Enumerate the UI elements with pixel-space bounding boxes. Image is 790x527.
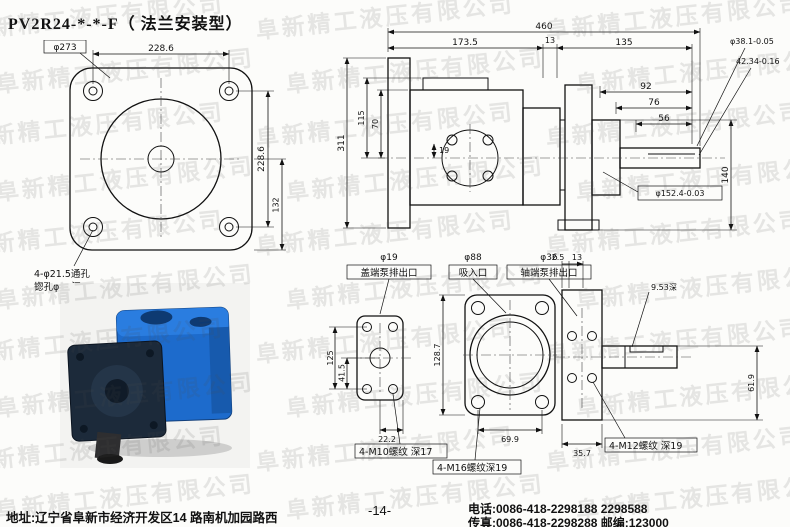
- port-cover-label: 盖端泵排出口: [360, 267, 417, 279]
- dim-label: 311: [337, 134, 347, 151]
- page-title: PV2R24-*-*-F（ 法兰安装型）: [8, 16, 243, 33]
- pump-photo-graphic: [60, 283, 250, 468]
- pump-side-outline: [378, 57, 725, 231]
- dim-label: φ273: [53, 43, 76, 53]
- thread-callout-m16: 4-M16螺纹深19: [437, 462, 507, 474]
- dim-label: 460: [535, 22, 552, 32]
- dim-label: 140: [721, 166, 731, 183]
- dim-label: 228.6: [148, 44, 174, 54]
- footer-phone: 电话:0086-418-2298188 2298588: [468, 502, 648, 516]
- dim-label: 22.2: [378, 435, 396, 444]
- port-shaft-label: 轴端泵排出口: [520, 267, 577, 279]
- dim-label: 128.7: [433, 344, 442, 367]
- keyway-depth-label: 9.53深: [651, 283, 677, 292]
- flange-front-outline: [69, 67, 253, 251]
- dim-label: 13: [545, 36, 555, 45]
- product-photo: [60, 283, 250, 468]
- footer-fax: 传真:0086-418-2298288 邮编:123000: [468, 516, 669, 527]
- dim-label: 41.5: [338, 364, 347, 382]
- thread-callout-m10: 4-M10螺纹 深17: [359, 446, 432, 458]
- dim-label: 2.5: [552, 253, 565, 262]
- port-labels: φ19 盖端泵排出口 φ88 吸入口 φ36 轴端泵排出口: [346, 253, 592, 317]
- footer-address: 地址:辽宁省阜新市经济开发区14 路南机加园路西: [6, 511, 278, 525]
- bottom-view-outline: [347, 289, 693, 421]
- dim-label: 35.7: [573, 449, 591, 458]
- dim-label: 19: [439, 146, 449, 155]
- port-suction-dia: φ88: [464, 253, 482, 263]
- front-view-drawing: 228.6 φ273 228.6 132 4-φ21.5通孔 锪孔φ39深1: [34, 40, 286, 292]
- dim-label: 13: [572, 253, 582, 262]
- pilot-dia-label: φ152.4-0.03: [656, 189, 705, 198]
- dim-label: 70: [371, 119, 380, 129]
- side-view-dimensions: 460 173.5 13 135 92 76 56 311: [337, 22, 780, 231]
- port-cover-dia: φ19: [380, 253, 398, 263]
- dim-label: 125: [326, 350, 335, 365]
- thread-callout-m12: 4-M12螺纹 深19: [609, 440, 682, 452]
- bottom-view-drawing: φ19 盖端泵排出口 φ88 吸入口 φ36 轴端泵排出口: [326, 253, 763, 475]
- pump-flange-dark: [67, 340, 167, 442]
- dim-label: 115: [357, 110, 366, 125]
- port-suction-label: 吸入口: [459, 268, 488, 279]
- pump-shaft: [94, 431, 123, 464]
- dim-label: 132: [272, 197, 281, 212]
- bottom-view-dimensions: 2.5 13 9.53深 41.5 125 128.7 61.9: [326, 253, 763, 475]
- dim-label: 69.9: [501, 435, 519, 444]
- dim-label: 173.5: [452, 38, 478, 48]
- side-view-drawing: 460 173.5 13 135 92 76 56 311: [337, 22, 780, 231]
- hole-callout: 4-φ21.5通孔: [34, 269, 90, 280]
- shaft-dia-label: φ38.1-0.05: [730, 37, 774, 46]
- shaft-key-label: 42.34-0.16: [736, 57, 780, 66]
- port-shaft-dia: φ36: [540, 253, 558, 263]
- page-number: -14-: [368, 503, 392, 518]
- dim-label: 135: [615, 38, 632, 48]
- dim-label: 92: [640, 82, 651, 92]
- dim-label: 76: [648, 98, 660, 108]
- dim-label: 61.9: [747, 374, 756, 392]
- dim-label: 56: [658, 114, 670, 124]
